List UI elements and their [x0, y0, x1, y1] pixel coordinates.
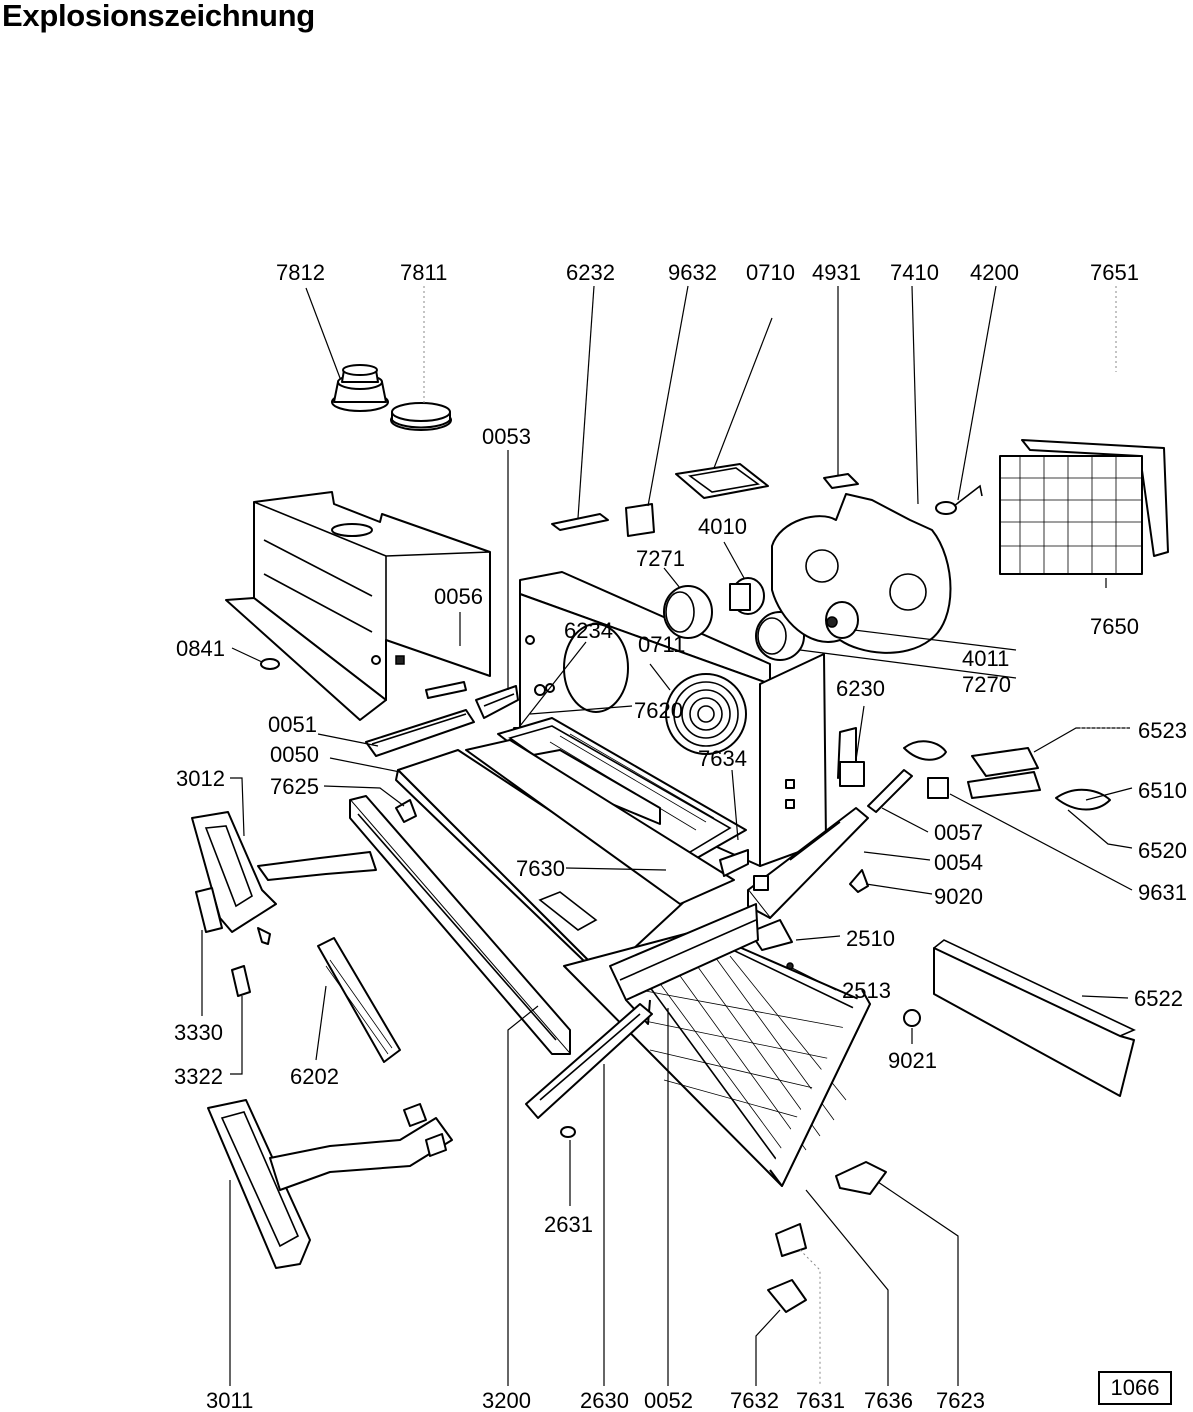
label-2630: 2630 — [580, 1388, 629, 1412]
label-0841: 0841 — [176, 636, 225, 661]
part-3200-rail — [349, 795, 571, 1055]
label-4931: 4931 — [812, 260, 861, 285]
part-7631 — [775, 1223, 807, 1257]
part-0051-channel — [365, 709, 475, 757]
label-7636: 7636 — [864, 1388, 913, 1412]
label-7271: 7271 — [636, 546, 685, 571]
label-4010: 4010 — [698, 514, 747, 539]
label-2631: 2631 — [544, 1212, 593, 1237]
label-0057: 0057 — [934, 820, 983, 845]
part-0050-frame — [395, 739, 749, 987]
label-0056: 0056 — [434, 584, 483, 609]
label-3200: 3200 — [482, 1388, 531, 1412]
part-6202-strip — [317, 937, 401, 1063]
label-4011: 4011 — [962, 646, 1009, 671]
label-7625: 7625 — [270, 774, 319, 799]
leader-lines — [201, 285, 1133, 1386]
page-title: Explosionszeichnung — [2, 0, 315, 33]
part-9021 — [903, 1009, 921, 1027]
label-9632: 9632 — [668, 260, 717, 285]
label-0711: 0711 — [638, 632, 685, 657]
label-3322: 3322 — [174, 1064, 223, 1089]
label-6510: 6510 — [1138, 778, 1187, 803]
label-7634: 7634 — [698, 746, 747, 771]
part-2631 — [560, 1126, 576, 1138]
label-7630: 7630 — [516, 856, 565, 881]
label-3012: 3012 — [176, 766, 225, 791]
part-4200-cable — [935, 484, 983, 515]
label-0053: 0053 — [482, 424, 531, 449]
part-4931 — [823, 473, 859, 489]
part-2630-slide — [525, 1003, 653, 1119]
part-7271-impeller — [663, 585, 713, 639]
label-7811: 7811 — [400, 260, 447, 285]
part-6232 — [551, 513, 609, 531]
part-6523-lamp-holder — [967, 747, 1041, 799]
label-6202: 6202 — [290, 1064, 339, 1089]
label-6234: 6234 — [564, 618, 613, 643]
page-number-box: 1066 — [1098, 1371, 1172, 1405]
label-6523: 6523 — [1138, 718, 1187, 743]
part-0841 — [260, 658, 280, 670]
part-3330 — [195, 887, 223, 933]
part-7625 — [395, 799, 417, 823]
label-3011: 3011 — [206, 1388, 253, 1412]
label-0054: 0054 — [934, 850, 983, 875]
label-0052: 0052 — [644, 1388, 693, 1412]
part-7812-adapter — [331, 364, 389, 412]
part-6230-switch — [837, 727, 865, 787]
part-0056-upper-housing — [225, 491, 491, 721]
label-2510: 2510 — [846, 926, 895, 951]
label-7651: 7651 — [1090, 260, 1139, 285]
part-6520-bulb — [1055, 788, 1111, 811]
part-0057 — [867, 769, 913, 813]
part-7811-ring — [390, 402, 452, 431]
part-9020 — [849, 869, 869, 893]
part-7650-filter — [999, 455, 1143, 575]
label-0050: 0050 — [270, 742, 319, 767]
part-4011-motor — [825, 601, 859, 639]
part-7620-fan-panel — [519, 571, 827, 867]
part-4010-motor — [729, 577, 765, 615]
label-7812: 7812 — [276, 260, 325, 285]
part-6510-bulb — [903, 740, 947, 761]
part-labels: 7812 7811 6232 9632 0710 4931 7410 4200 … — [174, 260, 1187, 1412]
label-9021: 9021 — [888, 1048, 937, 1073]
part-3011-handle — [207, 1099, 453, 1269]
part-0053-channel — [475, 685, 519, 719]
part-shapes — [191, 364, 1169, 1313]
label-0710: 0710 — [746, 260, 795, 285]
label-6230: 6230 — [836, 676, 885, 701]
label-7632: 7632 — [730, 1388, 779, 1412]
part-7636-tray — [563, 929, 871, 1187]
part-3322 — [231, 965, 251, 997]
label-7620: 7620 — [634, 698, 683, 723]
part-2510 — [749, 919, 793, 951]
label-3330: 3330 — [174, 1020, 223, 1045]
label-6232: 6232 — [566, 260, 615, 285]
part-9632 — [625, 503, 655, 537]
part-0710-cover — [675, 463, 769, 499]
label-4200: 4200 — [970, 260, 1019, 285]
label-7270: 7270 — [962, 672, 1011, 697]
label-7631: 7631 — [796, 1388, 845, 1412]
part-7623 — [835, 1161, 887, 1195]
label-7410: 7410 — [890, 260, 939, 285]
label-2513: 2513 — [842, 978, 891, 1003]
label-6522: 6522 — [1134, 986, 1183, 1011]
label-6520: 6520 — [1138, 838, 1187, 863]
label-0051: 0051 — [268, 712, 317, 737]
part-6522-cover — [933, 939, 1136, 1097]
part-7632 — [767, 1279, 807, 1313]
label-7650: 7650 — [1090, 614, 1139, 639]
label-9020: 9020 — [934, 884, 983, 909]
part-0054-trim — [747, 807, 869, 919]
label-7623: 7623 — [936, 1388, 985, 1412]
label-9631: 9631 — [1138, 880, 1187, 905]
part-7410-blower — [771, 493, 952, 654]
part-9631 — [927, 777, 949, 799]
part-7651-frame — [1021, 439, 1169, 557]
